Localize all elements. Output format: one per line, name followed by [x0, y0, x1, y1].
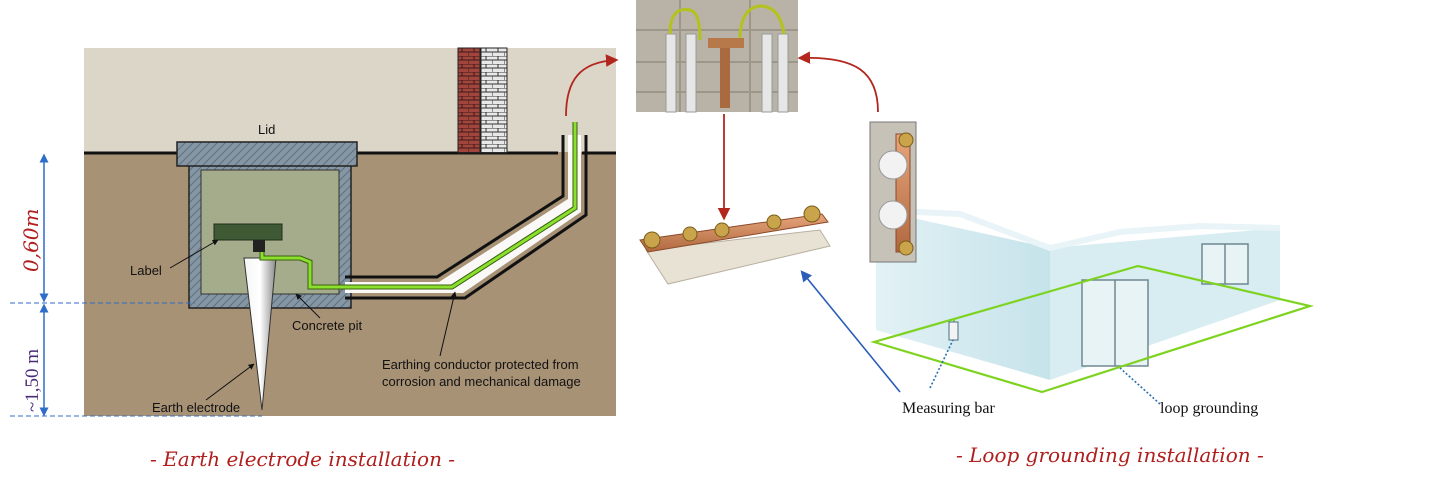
earth-electrode-label: Earth electrode [152, 400, 240, 415]
label-label: Label [130, 263, 162, 278]
wall-measuring-bar [948, 321, 959, 341]
wall-photo-frame [636, 0, 798, 112]
conductor-label-line1: Earthing conductor protected from [382, 357, 579, 372]
conduit-left-2 [685, 33, 697, 113]
bolt-4 [766, 214, 782, 230]
loop-conductor [870, 264, 1315, 394]
arrow-building-to-bar [800, 270, 901, 393]
insulator-bottom [878, 200, 908, 230]
loop-grounding-label: loop grounding [1160, 400, 1258, 417]
earth-electrode-caption: - Earth electrode installation - [150, 447, 455, 471]
conductor-leader [439, 291, 457, 357]
upper-depth-label: 0,60m [19, 209, 43, 273]
sky-area [84, 48, 616, 152]
bolt-3 [714, 222, 730, 238]
chimney-brick-white [480, 47, 508, 154]
loop-grounding-illustration: Measuring bar loop grounding [869, 121, 1315, 417]
building-wall-top-edge [875, 207, 1281, 252]
bolt-2 [682, 226, 698, 242]
earth-electrode-illustration: Lid Label Concrete pit Earthing conducto… [84, 47, 616, 416]
vbar-bolt-2 [898, 240, 914, 256]
photo-wires [668, 4, 786, 41]
conduit-pipe [345, 135, 588, 300]
label-leader [169, 239, 219, 269]
arrow-pipe-to-photo [565, 54, 619, 117]
wall-photo [636, 0, 798, 113]
depth-dimensions: 0,60m ~1,50 m [10, 153, 262, 417]
conduit-right-2 [777, 33, 789, 113]
loop-grounding-caption: - Loop grounding installation - [956, 443, 1264, 467]
arrow-bar-to-photo [797, 51, 879, 113]
earth-electrode-leader [205, 363, 255, 401]
conduit-right-1 [761, 33, 773, 113]
conduit-left-1 [665, 33, 677, 113]
bar-base [645, 229, 831, 285]
building-wall-left [876, 210, 1050, 380]
wall-texture [636, 0, 798, 112]
electrode-clamp [253, 240, 265, 252]
concrete-pit-label: Concrete pit [292, 318, 362, 333]
concrete-pit-leader [295, 293, 321, 319]
measuring-bar-product [639, 205, 831, 285]
conductor-label-line2: corrosion and mechanical damage [382, 374, 581, 389]
lid-label: Lid [258, 122, 275, 137]
insulator-top [878, 150, 908, 180]
photo-bar-stem [720, 48, 730, 108]
bolt-1 [643, 231, 661, 249]
label-plate [213, 223, 283, 241]
photo-measuring-bar [708, 38, 744, 48]
chimney-brick-red [457, 47, 481, 154]
vbar-bolt-1 [898, 132, 914, 148]
measuring-bar-pointer [929, 339, 954, 389]
lower-depth-label: ~1,50 m [22, 349, 43, 412]
loop-grounding-pointer [1119, 367, 1161, 405]
pit-lid [176, 141, 358, 167]
bolt-5 [803, 205, 821, 223]
earthing-conductor-core [260, 122, 577, 289]
measuring-bar-label: Measuring bar [902, 400, 996, 417]
